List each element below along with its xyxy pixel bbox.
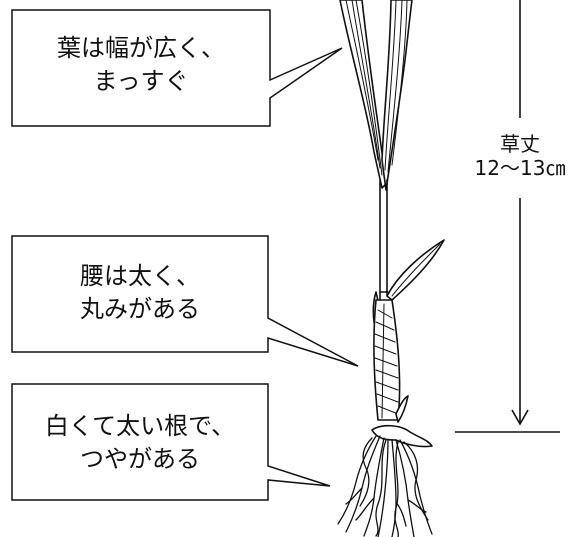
callout-roots-line2: つやがある (80, 445, 200, 473)
roots (337, 435, 433, 537)
leaf-blades (339, 0, 413, 191)
callout-waist-line1: 腰は太く、 (80, 262, 200, 290)
plant-height-title: 草丈 (500, 132, 540, 156)
callout-leaves-text: 葉は幅が広く、 まっすぐ (12, 32, 270, 98)
callout-leaves-line2: まっすぐ (93, 67, 189, 95)
root-crown (371, 424, 433, 448)
stem (379, 179, 389, 301)
callout-leaves (11, 9, 343, 127)
callout-waist-line2: 丸みがある (80, 295, 200, 323)
height-indicator (455, 0, 560, 433)
seedling-base (373, 299, 409, 423)
plant-height-label: 草丈 12〜13㎝ (458, 132, 582, 180)
callout-roots (11, 383, 331, 501)
plant-height-value: 12〜13㎝ (474, 156, 566, 180)
callout-roots-line1: 白くて太い根で、 (44, 412, 236, 440)
callout-waist (11, 235, 359, 367)
rice-seedling-illustration (337, 0, 445, 537)
callout-leaves-line1: 葉は幅が広く、 (57, 34, 225, 62)
callout-waist-text: 腰は太く、 丸みがある (12, 260, 268, 326)
callout-roots-text: 白くて太い根で、 つやがある (12, 410, 268, 476)
height-arrowhead (511, 409, 529, 426)
